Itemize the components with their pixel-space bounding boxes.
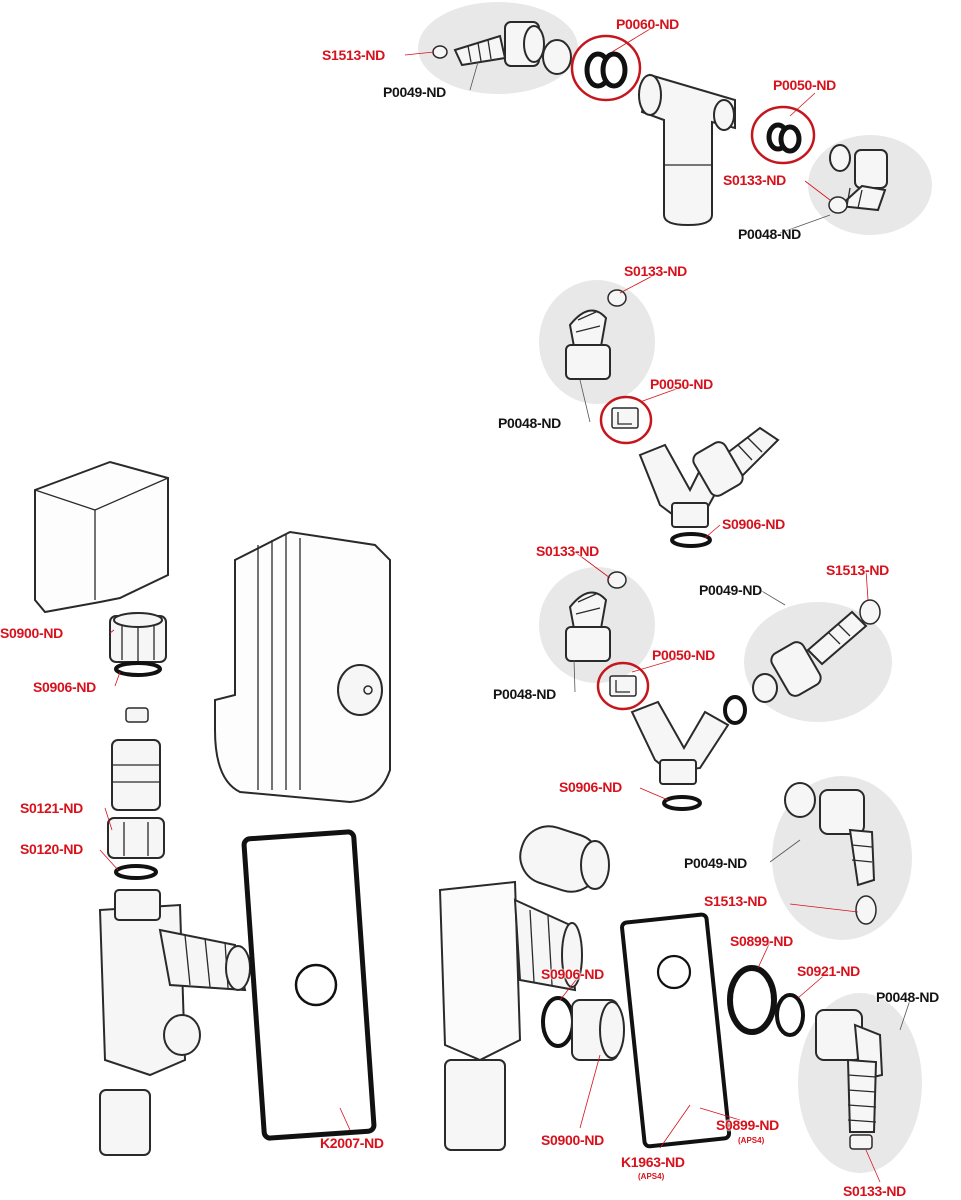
label-p0049-top: P0049-ND — [383, 84, 446, 100]
label-k1963-sub: (APS4) — [638, 1172, 665, 1181]
label-s0906-mid1: S0906-ND — [722, 516, 785, 532]
label-k1963: K1963-ND — [621, 1154, 685, 1170]
label-s0906-low: S0906-ND — [541, 966, 604, 982]
label-s0921: S0921-ND — [797, 963, 860, 979]
leader-lines — [99, 25, 911, 1183]
label-k2007: K2007-ND — [320, 1135, 384, 1151]
label-s0899-right: S0899-ND — [730, 933, 793, 949]
label-s0906-left: S0906-ND — [33, 679, 96, 695]
label-p0060: P0060-ND — [616, 16, 679, 32]
label-s1513-mid2: S1513-ND — [826, 562, 889, 578]
label-s0133-mid2: S0133-ND — [536, 543, 599, 559]
label-s0133-bottom: S0133-ND — [843, 1183, 906, 1199]
label-s0133-mid1: S0133-ND — [624, 263, 687, 279]
label-p0050-top: P0050-ND — [773, 77, 836, 93]
lower-right-assembly — [438, 782, 884, 1151]
label-p0049-low: P0049-ND — [684, 855, 747, 871]
label-s1513-low: S1513-ND — [704, 893, 767, 909]
label-p0048-mid2: P0048-ND — [493, 686, 556, 702]
label-p0048-top: P0048-ND — [738, 226, 801, 242]
trim-plates — [241, 829, 732, 1149]
mid-assembly-1 — [565, 289, 780, 548]
top-assembly — [432, 21, 888, 227]
label-p0049-mid2: P0049-ND — [699, 582, 762, 598]
label-s0899-sub: (APS4) — [738, 1136, 765, 1145]
label-p0050-mid1: P0050-ND — [650, 376, 713, 392]
label-s0120: S0120-ND — [20, 841, 83, 857]
label-s0906-mid2: S0906-ND — [559, 779, 622, 795]
left-assembly — [34, 460, 251, 1156]
label-s1513-top: S1513-ND — [322, 47, 385, 63]
mid-assembly-2 — [565, 571, 881, 811]
label-p0050-mid2: P0050-ND — [652, 647, 715, 663]
label-s0900-left: S0900-ND — [0, 625, 63, 641]
center-housing — [214, 530, 391, 804]
label-s0899-bottom: S0899-ND — [716, 1117, 779, 1133]
label-p0048-low: P0048-ND — [876, 989, 939, 1005]
label-p0048-mid1: P0048-ND — [498, 415, 561, 431]
label-s0121: S0121-ND — [20, 800, 83, 816]
label-s0133-top: S0133-ND — [723, 172, 786, 188]
label-s0900-low: S0900-ND — [541, 1132, 604, 1148]
